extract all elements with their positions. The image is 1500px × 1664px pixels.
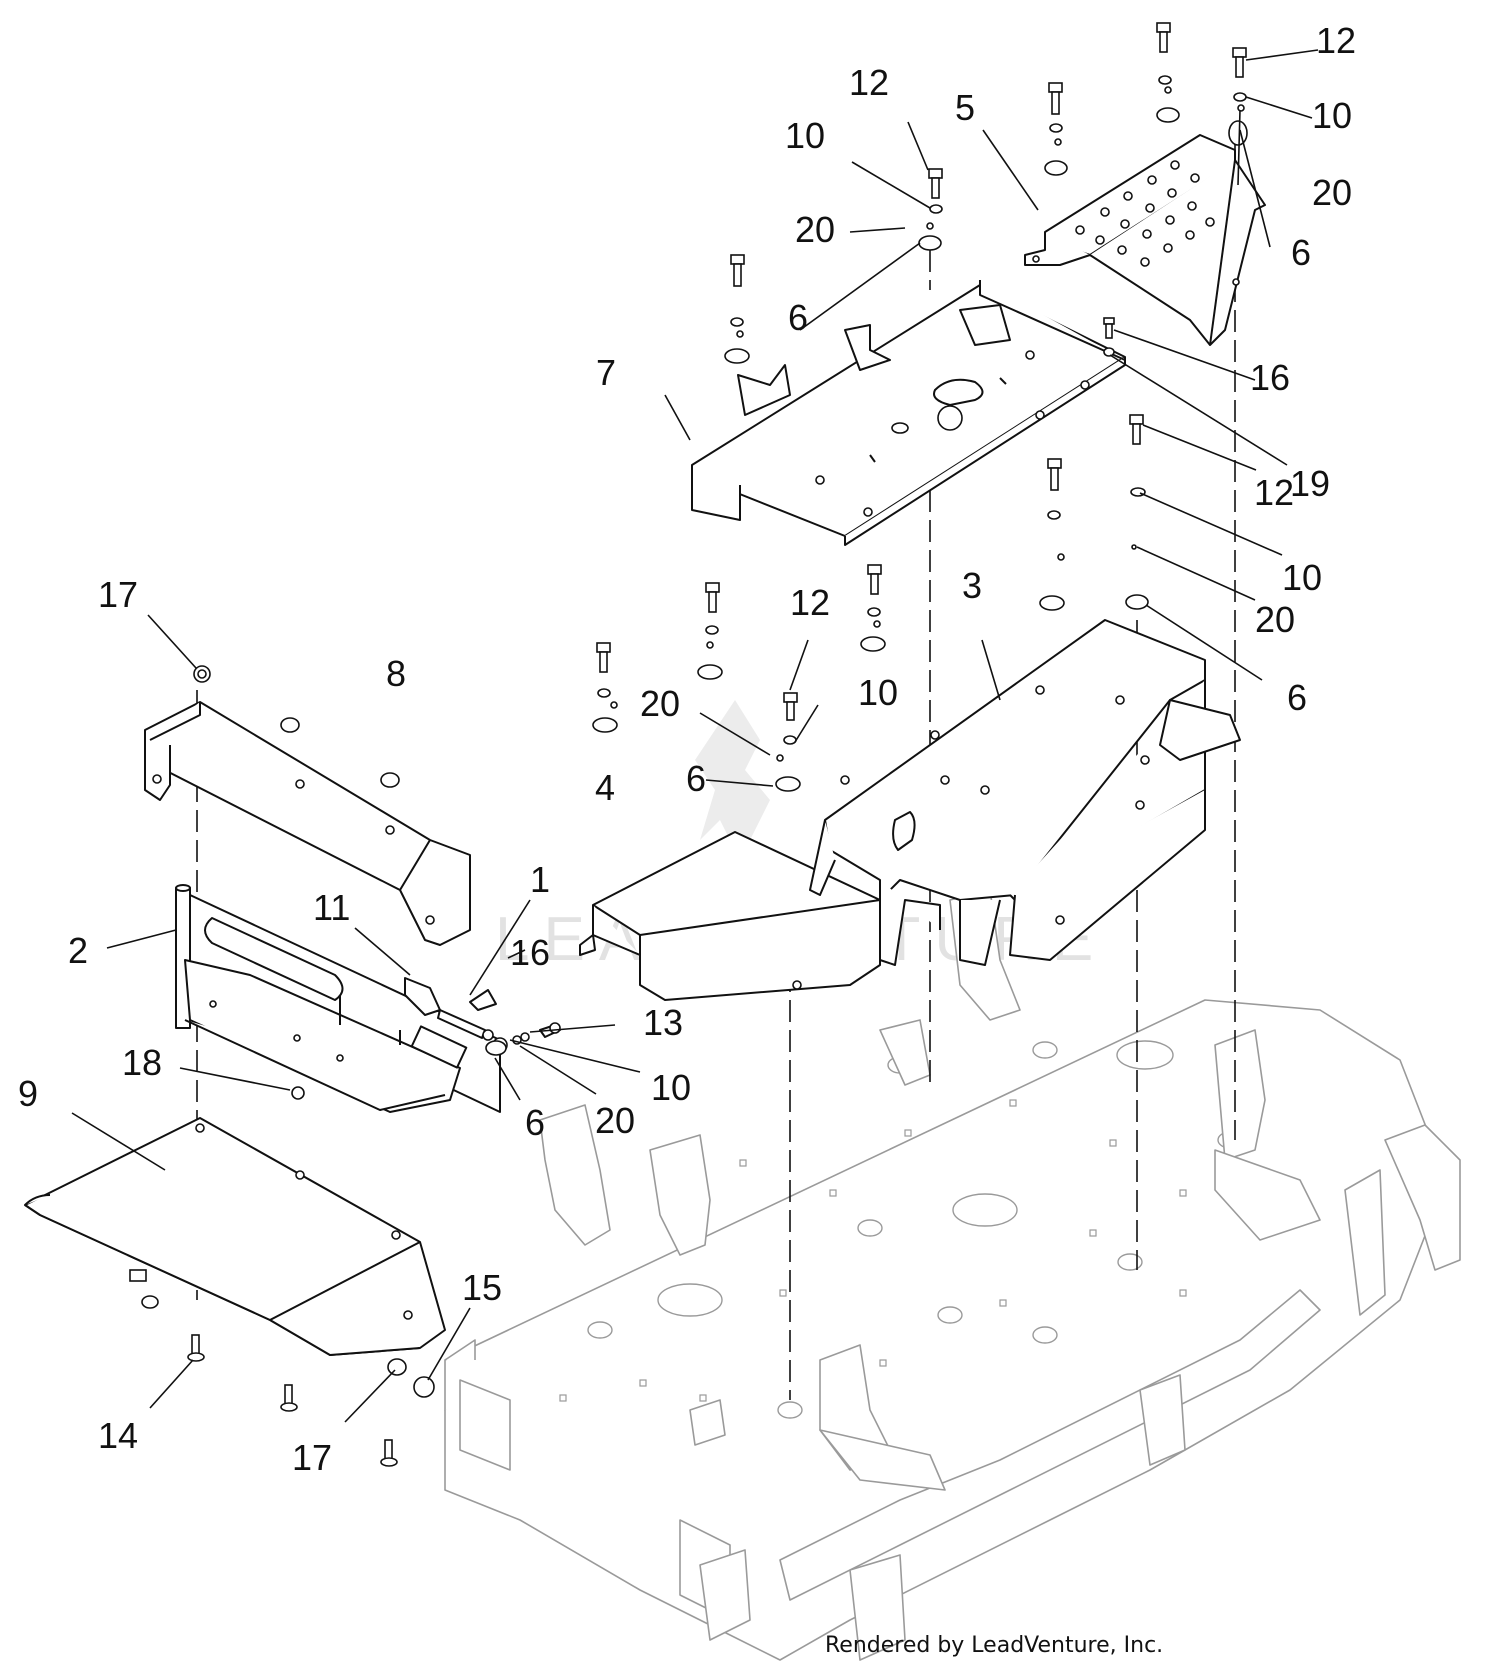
callout-6-upper: 6 [788,297,808,338]
callout-8: 8 [386,653,406,694]
callout-10-lower: 10 [651,1067,691,1108]
callout-10-middle: 10 [858,672,898,713]
plate-holes [1075,160,1215,267]
callout-10-upper: 10 [785,115,825,156]
callout-3: 3 [962,565,982,606]
callout-17-top: 17 [98,574,138,615]
bolt-stack [1044,82,1068,176]
callout-20-upper: 20 [795,209,835,250]
bolt-stack [775,692,801,792]
bolt-stack [1103,317,1115,357]
leaders [71,49,1319,1423]
callout-4: 4 [595,767,615,808]
callout-6-middle: 6 [686,758,706,799]
callout-12-top-right: 12 [1316,20,1356,61]
part-4-shield [579,831,881,1001]
callout-20-lower: 20 [595,1100,635,1141]
part-9-cover [24,1117,446,1356]
callout-6-lower: 6 [525,1102,545,1143]
callout-20-top-right: 20 [1312,172,1352,213]
callout-11: 11 [313,887,350,928]
bolt-stack [724,254,750,364]
callout-7: 7 [596,352,616,393]
callout-13: 13 [643,1002,683,1043]
bolt-stack [592,642,618,733]
callout-18: 18 [122,1042,162,1083]
part-3-pan [809,619,1241,966]
callout-17-bottom: 17 [292,1437,332,1478]
footer-credit: Rendered by LeadVenture, Inc. [825,1633,1163,1658]
callout-16-right: 16 [1250,357,1290,398]
bolt-stack [129,1269,159,1309]
bolt-stack [697,582,723,680]
part-2-bracket [175,884,501,1113]
part-8-cover [144,701,471,946]
mower-deck [444,889,1461,1661]
callout-6-top-right: 6 [1291,232,1311,273]
callout-12-upper: 12 [849,62,889,103]
callout-10-top-right: 10 [1312,95,1352,136]
callout-9: 9 [18,1073,38,1114]
callout-6-right: 6 [1287,677,1307,718]
part-5-plate [1024,134,1266,346]
callout-2: 2 [68,930,88,971]
callout-16-left: 16 [510,932,550,973]
callout-5: 5 [955,87,975,128]
callout-10-right: 10 [1282,557,1322,598]
callout-12-right: 12 [1254,472,1294,513]
bolt-stack [860,564,886,652]
bolt-stack [1039,458,1065,611]
bolt-stack [1228,47,1248,146]
callout-1: 1 [530,859,550,900]
callout-20-middle: 20 [640,683,680,724]
bolt-stack [1125,414,1149,610]
callouts: 1 2 3 4 5 6 6 6 6 6 7 8 9 10 10 10 10 10… [18,20,1356,1478]
part-7-pan [691,280,1126,546]
callout-20-right: 20 [1255,599,1295,640]
bolt-stack [1156,22,1180,123]
callout-12-middle: 12 [790,582,830,623]
callout-19: 19 [1290,463,1330,504]
callout-14: 14 [98,1415,138,1456]
callout-15: 15 [462,1267,502,1308]
bolt-stack [918,168,943,251]
